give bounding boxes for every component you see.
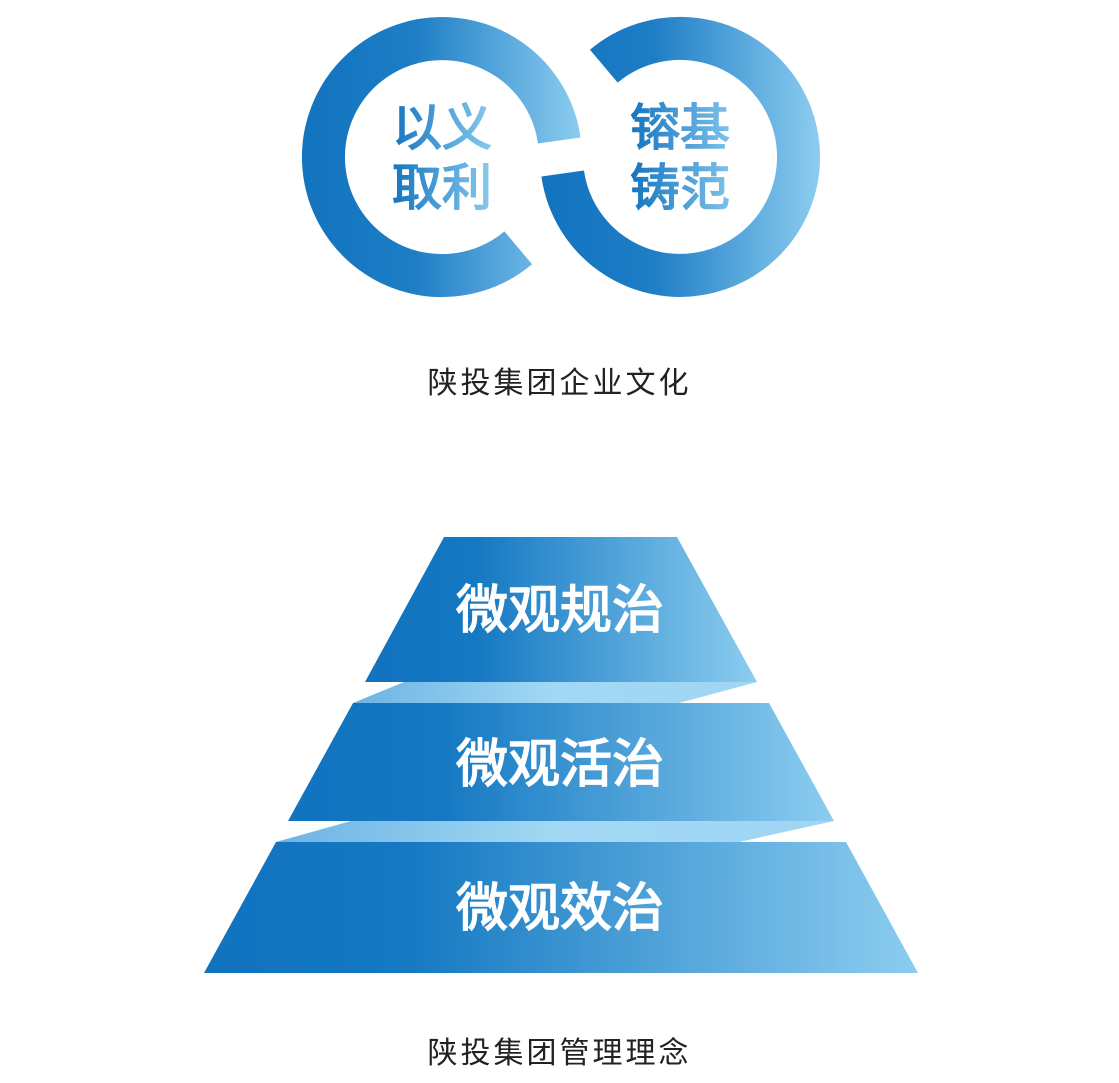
logo: 以义 取利 镕基 铸范 (301, 16, 821, 298)
left-ring (301, 17, 581, 298)
pyramid-label-bottom: 微观效治 (455, 879, 664, 939)
pyramid-label-middle: 微观活治 (455, 735, 664, 795)
pyramid-level-top (365, 537, 757, 682)
culture-caption: 陕投集团企业文化 (427, 366, 692, 401)
logo-right-line-1: 镕基 (630, 99, 730, 157)
management-caption: 陕投集团管理理念 (427, 1036, 692, 1071)
pyramid-level-bottom (204, 842, 918, 973)
connector-band-2 (276, 821, 834, 842)
logo-left-line-1: 以义 (392, 99, 492, 157)
pyramid-level-middle (288, 703, 834, 821)
connector-band-1 (353, 682, 757, 703)
right-ring (541, 16, 821, 297)
pyramid-label-top: 微观规治 (455, 581, 664, 641)
logo-right-line-2: 铸范 (630, 159, 730, 217)
pyramid: 微观规治 微观活治 微观效治 (204, 537, 918, 973)
logo-left-line-2: 取利 (392, 159, 492, 217)
